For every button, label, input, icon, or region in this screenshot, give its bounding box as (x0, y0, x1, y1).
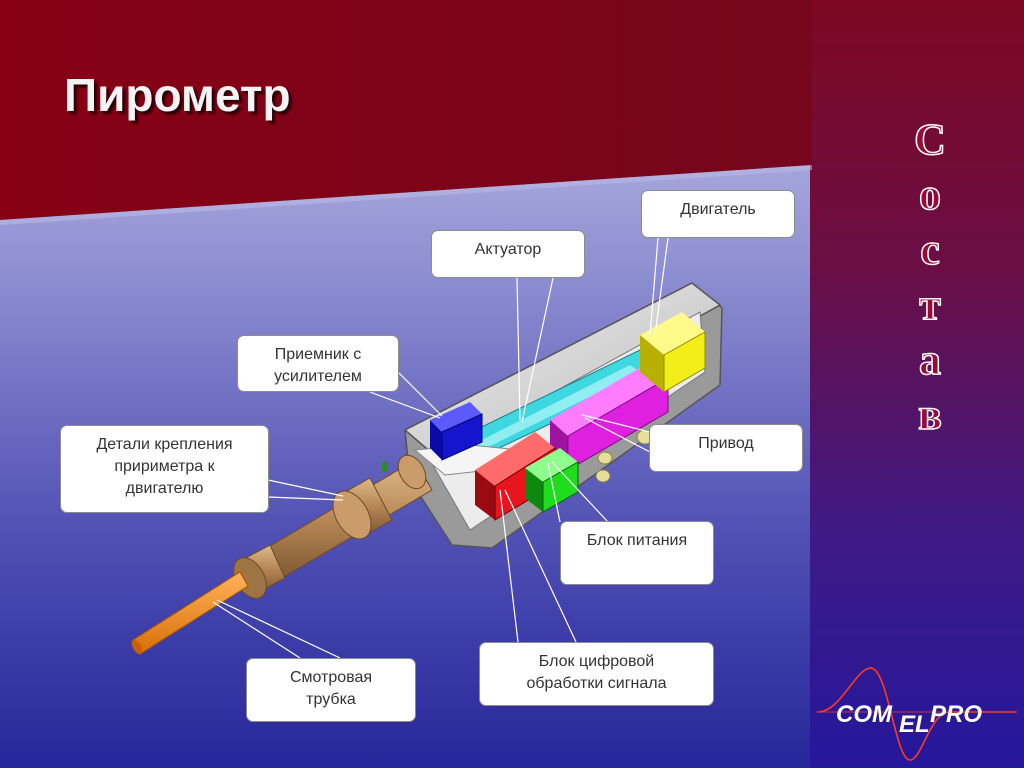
label-sight-tube: Смотровая трубка (246, 658, 416, 722)
label-power: Блок питания (560, 521, 714, 585)
label-drive: Привод (649, 424, 803, 472)
leader-digital-2 (504, 489, 577, 643)
leader-receiver (369, 391, 441, 419)
leader-mounting-2 (267, 496, 344, 501)
leader-drive (581, 414, 651, 433)
vertical-title-letter: т (918, 279, 941, 330)
logo-part2: EL (899, 711, 930, 738)
vertical-title-letter: а (918, 334, 942, 385)
label-digital: Блок цифровой обработки сигнала (479, 642, 714, 706)
title-banner (0, 0, 812, 225)
label-mounting: Детали крепления пририметра к двигателю (60, 425, 269, 513)
power-block (525, 448, 579, 513)
vertical-title-letter: С (913, 114, 946, 165)
side-panel (810, 0, 1024, 768)
label-actuator: Актуатор (431, 230, 585, 278)
page-title: Пирометр (64, 69, 291, 121)
leader-actuator-2 (521, 277, 554, 423)
leader-motor-2 (654, 237, 669, 336)
leader-lines (212, 237, 669, 659)
label-motor: Двигатель (641, 190, 795, 238)
leader-motor (649, 237, 659, 336)
motor-block (640, 312, 706, 393)
comelpro-logo: COM EL PRO (816, 667, 1018, 761)
vertical-title-letter: в (917, 389, 942, 440)
leader-mounting (267, 479, 344, 497)
leader-drive-2 (584, 417, 651, 453)
leader-actuator (516, 277, 521, 421)
leader-digital (499, 489, 519, 643)
leader-power-2 (551, 461, 609, 523)
leader-power (547, 462, 561, 523)
receiver-block (430, 402, 483, 461)
vertical-title-letter: о (918, 169, 942, 220)
vertical-title-letter: с (919, 224, 940, 275)
leader-tube (212, 601, 301, 659)
sight-tube (131, 571, 249, 655)
leader-tube-2 (216, 599, 341, 659)
logo-part1: COM (836, 701, 893, 728)
leader-receiver-2 (397, 371, 443, 417)
pyrometer-diagram (131, 237, 723, 659)
label-receiver: Приемник с усилителем (237, 335, 399, 392)
logo-part3: PRO (930, 701, 982, 728)
mounting-barrel (233, 454, 433, 599)
